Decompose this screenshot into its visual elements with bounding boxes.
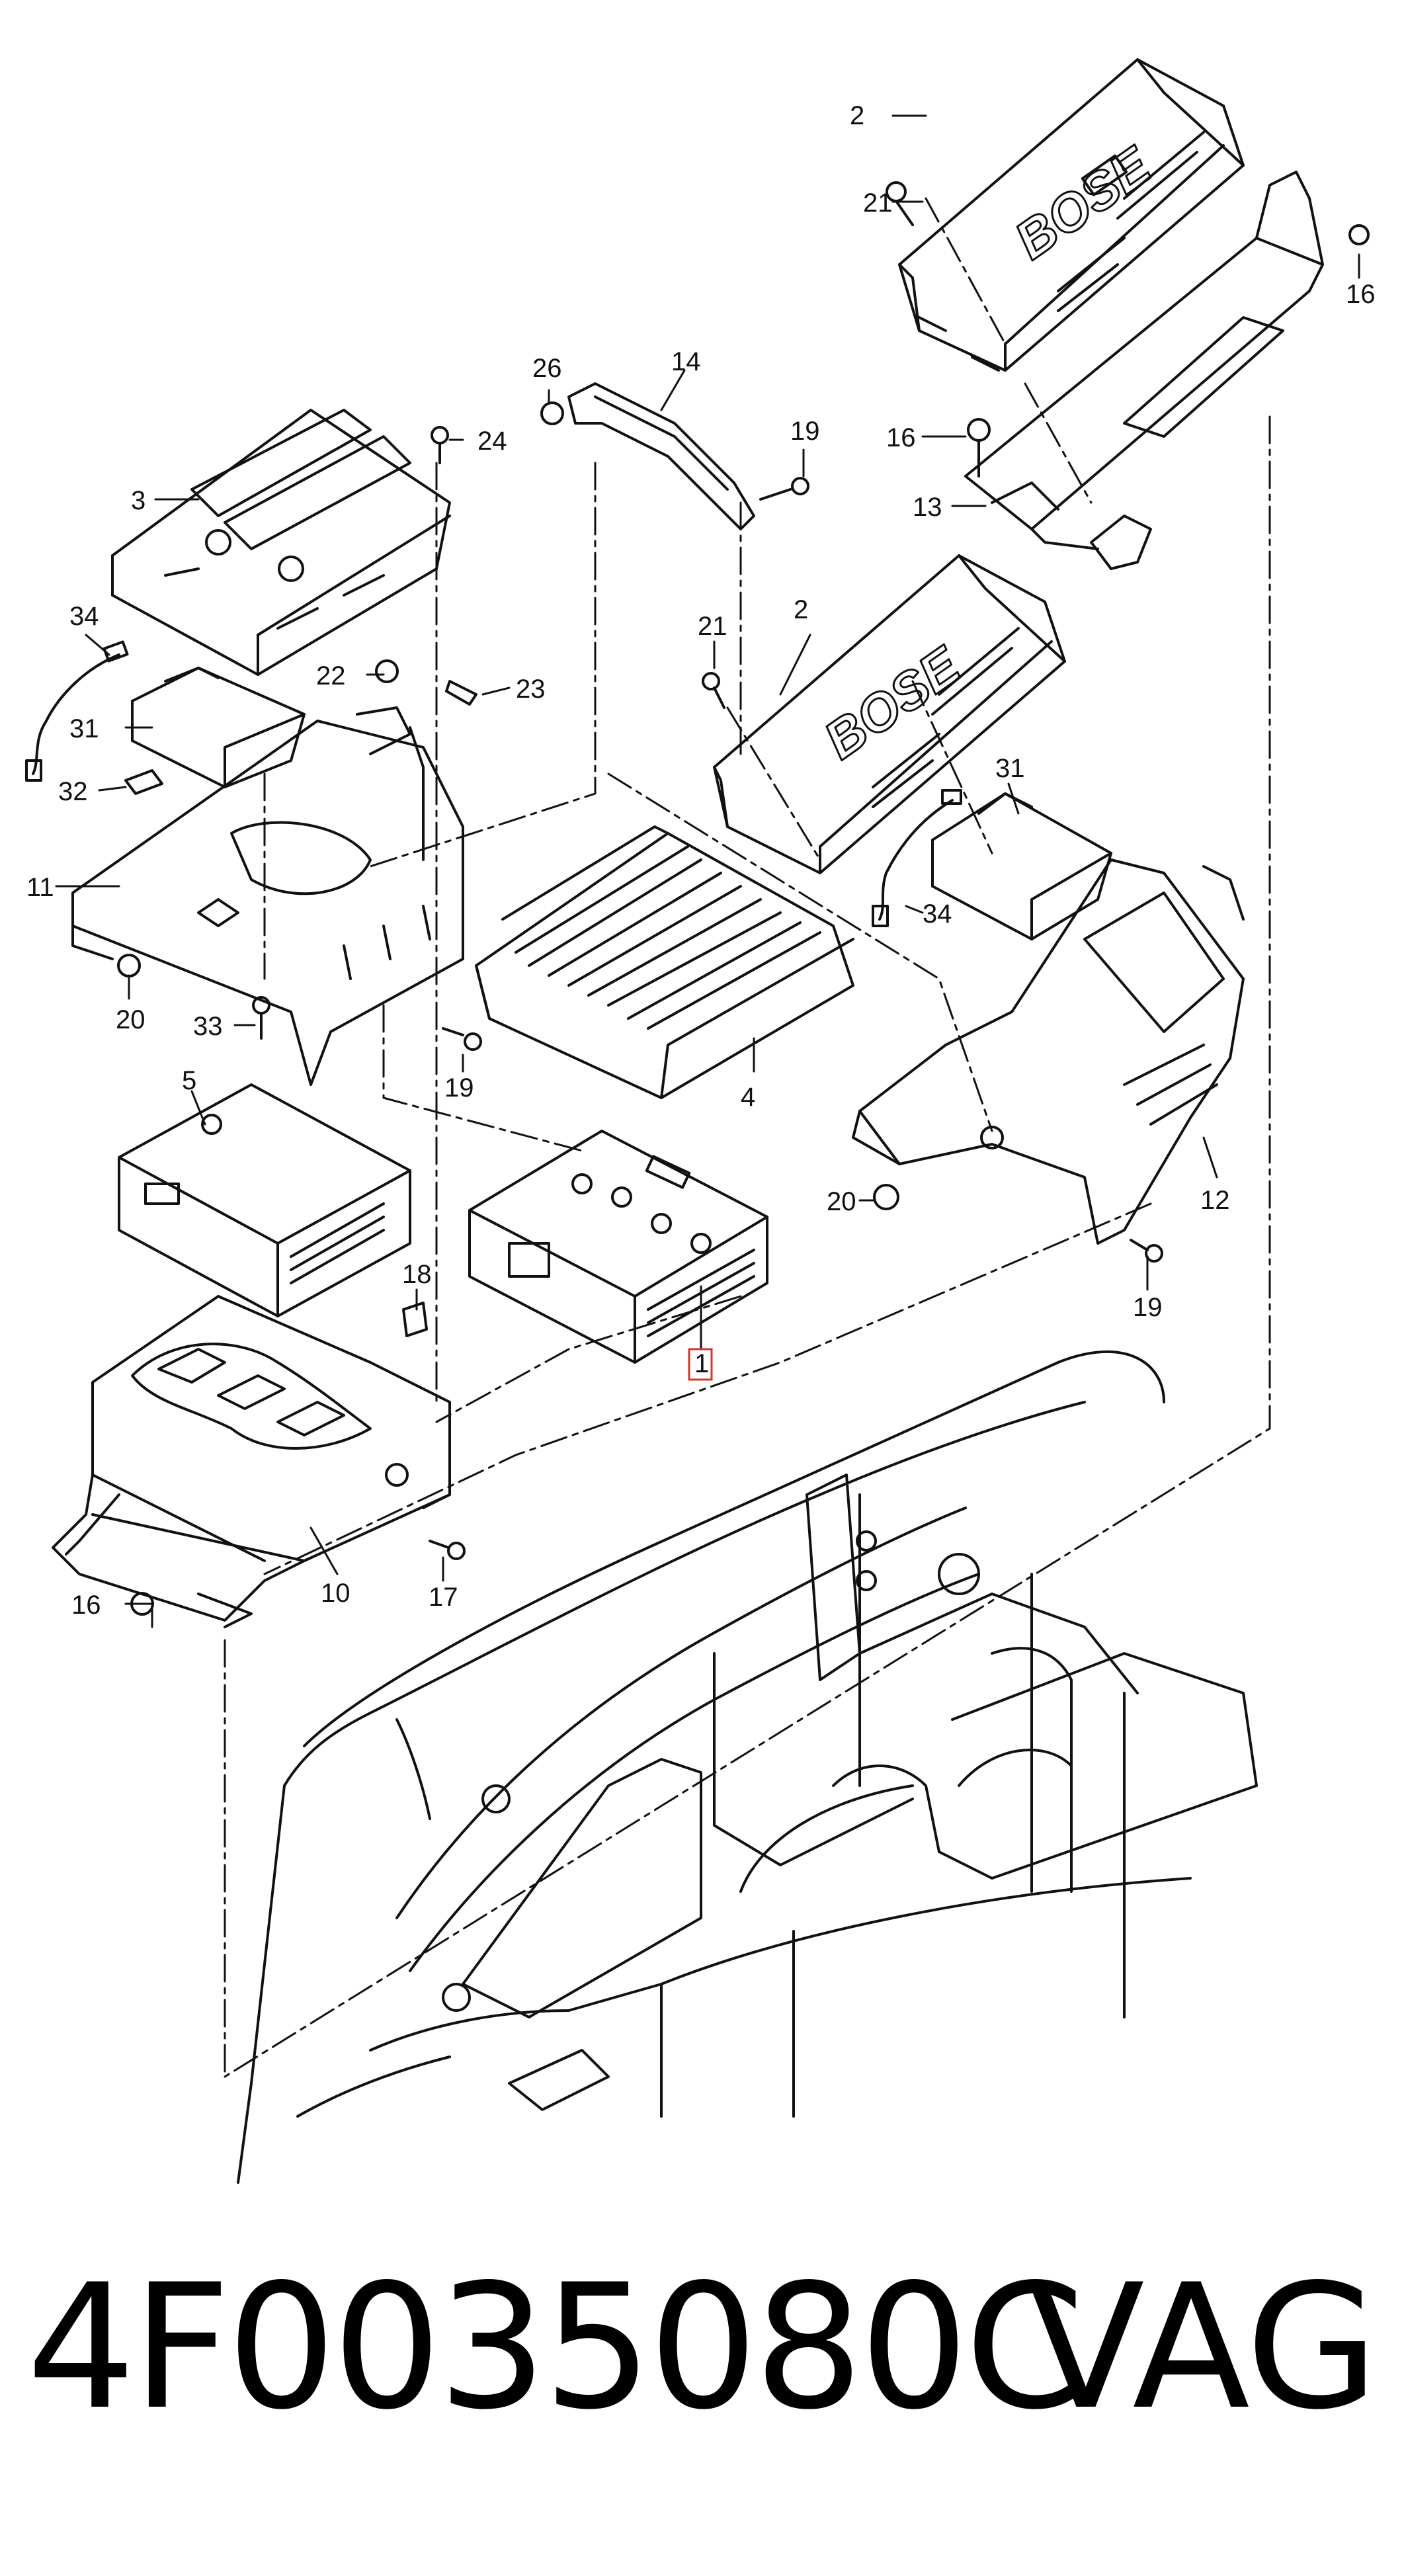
callout-13: 13 <box>913 493 942 522</box>
bracket-14 <box>567 382 755 530</box>
callout-5: 5 <box>182 1066 196 1095</box>
callout-19-right: 19 <box>1133 1293 1163 1322</box>
module-31-left <box>131 667 306 788</box>
clip-32 <box>124 769 163 795</box>
bose-amplifier-top <box>898 58 1245 372</box>
callout-16-top: 16 <box>886 423 916 452</box>
leader-lines <box>55 114 1360 1628</box>
callout-3: 3 <box>131 486 145 515</box>
control-unit-5 <box>118 1083 411 1317</box>
carrier-frame-10 <box>52 1295 451 1628</box>
callout-16-bottom: 16 <box>71 1591 101 1620</box>
callout-21-center: 21 <box>698 612 727 641</box>
callout-26: 26 <box>532 354 562 383</box>
callout-1: 1 <box>694 1349 709 1378</box>
callout-33: 33 <box>193 1012 223 1041</box>
callout-10: 10 <box>321 1579 351 1608</box>
bracket-11 <box>71 706 464 1086</box>
brand-label: VAG <box>1027 2248 1379 2448</box>
callout-20-left: 20 <box>116 1005 145 1034</box>
part-number: 4F0035080C <box>26 2248 1085 2448</box>
callout-22: 22 <box>316 661 346 690</box>
callout-21-top: 21 <box>863 188 893 218</box>
callout-20-right: 20 <box>827 1187 856 1216</box>
callout-2-top: 2 <box>850 101 864 130</box>
bracket-top-right <box>964 171 1324 570</box>
fasteners <box>117 181 1370 1616</box>
callout-16-right: 16 <box>1346 280 1376 309</box>
bose-amplifier-center <box>713 554 1066 874</box>
callout-17: 17 <box>429 1583 458 1612</box>
control-unit-3 <box>111 409 451 676</box>
callout-19-mid: 19 <box>444 1073 474 1102</box>
callout-31-left: 31 <box>69 714 99 743</box>
callout-2-center: 2 <box>794 595 808 624</box>
callout-24: 24 <box>477 427 507 456</box>
callout-labels: 1 2 2 3 4 5 10 11 12 13 14 16 16 16 17 1… <box>26 101 1376 1620</box>
callout-23: 23 <box>516 675 546 704</box>
callout-14: 14 <box>671 347 701 376</box>
callout-34-right: 34 <box>923 899 952 929</box>
assembly-lines <box>224 197 1271 2078</box>
callout-19-top: 19 <box>790 417 820 446</box>
radio-unit-1 <box>468 1130 768 1364</box>
callout-12: 12 <box>1200 1186 1230 1215</box>
vehicle-rear-body <box>237 1350 1258 2184</box>
callout-32: 32 <box>58 777 88 806</box>
callout-34-left: 34 <box>69 602 99 631</box>
callout-11: 11 <box>26 873 54 902</box>
bracket-12 <box>852 858 1245 1245</box>
module-31-right <box>931 792 1112 940</box>
amplifier-4 <box>475 825 854 1099</box>
callout-1-highlight <box>688 1348 713 1381</box>
sensor-cable-left <box>25 640 129 782</box>
sensor-cable-right <box>872 789 962 927</box>
exploded-parts-diagram: BOSE <box>25 58 1376 2184</box>
callout-18: 18 <box>402 1260 432 1289</box>
callout-4: 4 <box>741 1083 755 1112</box>
callout-31-right: 31 <box>995 754 1025 783</box>
